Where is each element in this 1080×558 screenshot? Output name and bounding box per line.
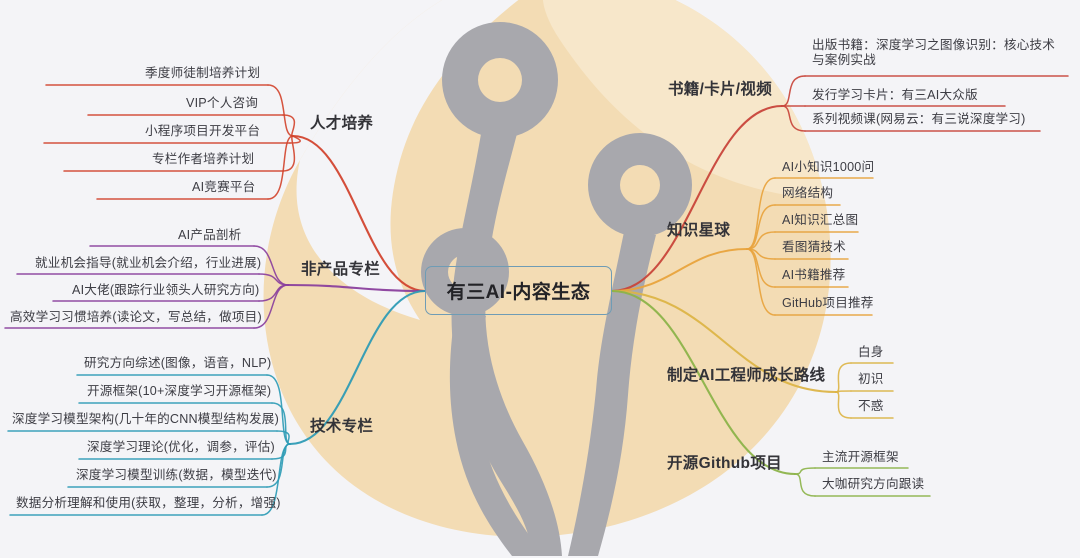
- leaf-label-jishu-zhuanlan-5[interactable]: 数据分析理解和使用(获取，整理，分析，增强): [16, 496, 281, 510]
- leaf-label-kaiyuan-github-0[interactable]: 主流开源框架: [822, 450, 899, 464]
- trunk-zhiding-luxian: [610, 289, 838, 394]
- leaf-label-zhiding-luxian-0[interactable]: 白身: [858, 345, 884, 359]
- branch-label-zhishi-xingqiu[interactable]: 知识星球: [667, 222, 731, 239]
- center-node[interactable]: 有三AI-内容生态: [425, 266, 612, 315]
- leaf-label-fei-chanpin-zhuanlan-3[interactable]: 高效学习习惯培养(读论文，写总结，做项目): [10, 310, 262, 324]
- leaf-label-zhishi-xingqiu-4[interactable]: AI书籍推荐: [782, 268, 846, 282]
- link-jishu-zhuanlan-5: [261, 443, 291, 516]
- branch-rencai-peiyang: [43, 84, 427, 293]
- branch-shuji-kapian-shipin: [610, 75, 1069, 293]
- leaf-label-shuji-kapian-shipin-1[interactable]: 发行学习卡片：有三AI大众版: [812, 88, 978, 102]
- branch-kaiyuan-github: [610, 289, 931, 497]
- link-rencai-peiyang-3: [282, 135, 296, 172]
- leaf-label-jishu-zhuanlan-3[interactable]: 深度学习理论(优化，调参，评估): [87, 440, 275, 454]
- beige-blob: [263, 0, 831, 537]
- leaf-label-shuji-kapian-shipin-2[interactable]: 系列视频课(网易云：有三说深度学习): [812, 112, 1026, 126]
- link-zhishi-xingqiu-5: [746, 248, 776, 316]
- branch-label-fei-chanpin-zhuanlan[interactable]: 非产品专栏: [301, 261, 381, 278]
- leaf-label-shuji-kapian-shipin-0[interactable]: 出版书籍：深度学习之图像识别：核心技术与案例实战: [812, 38, 1056, 67]
- link-shuji-kapian-shipin-2: [781, 105, 806, 132]
- leaf-label-rencai-peiyang-2[interactable]: 小程序项目开发平台: [145, 124, 261, 138]
- leaf-label-jishu-zhuanlan-2[interactable]: 深度学习模型架构(几十年的CNN模型结构发展): [12, 412, 279, 426]
- trunk-kaiyuan-github: [610, 289, 797, 476]
- leaf-label-rencai-peiyang-4[interactable]: AI竞赛平台: [192, 180, 256, 194]
- branch-label-shuji-kapian-shipin[interactable]: 书籍/卡片/视频: [668, 81, 773, 98]
- leaf-label-jishu-zhuanlan-0[interactable]: 研究方向综述(图像，语音，NLP): [84, 356, 272, 370]
- trunk-fei-chanpin-zhuanlan: [286, 283, 427, 293]
- branch-label-kaiyuan-github[interactable]: 开源Github项目: [667, 455, 782, 472]
- link-kaiyuan-github-1: [794, 473, 816, 497]
- branch-zhiding-luxian: [610, 289, 894, 419]
- leaf-label-fei-chanpin-zhuanlan-1[interactable]: 就业机会指导(就业机会介绍，行业进展): [35, 256, 262, 270]
- leaf-label-zhishi-xingqiu-2[interactable]: AI知识汇总图: [782, 213, 859, 227]
- trunk-zhishi-xingqiu: [610, 247, 749, 293]
- leaf-label-zhiding-luxian-2[interactable]: 不惑: [858, 399, 884, 413]
- leaf-label-jishu-zhuanlan-1[interactable]: 开源框架(10+深度学习开源框架): [87, 384, 272, 398]
- leaf-label-zhishi-xingqiu-0[interactable]: AI小知识1000问: [782, 160, 875, 174]
- gray-balloon-shapes: [421, 22, 692, 556]
- leaf-label-jishu-zhuanlan-4[interactable]: 深度学习模型训练(数据，模型迭代): [76, 468, 277, 482]
- branch-zhishi-xingqiu: [610, 177, 874, 316]
- leaf-label-fei-chanpin-zhuanlan-0[interactable]: AI产品剖析: [178, 228, 242, 242]
- branch-jishu-zhuanlan: [7, 289, 427, 516]
- link-shuji-kapian-shipin-0: [781, 75, 806, 107]
- leaf-label-zhishi-xingqiu-3[interactable]: 看图猜技术: [782, 240, 846, 254]
- link-fei-chanpin-zhuanlan-3: [253, 284, 289, 329]
- branch-fei-chanpin-zhuanlan: [4, 245, 427, 329]
- leaf-label-rencai-peiyang-3[interactable]: 专栏作者培养计划: [152, 152, 255, 166]
- branch-label-jishu-zhuanlan[interactable]: 技术专栏: [310, 418, 374, 435]
- leaf-label-zhishi-xingqiu-5[interactable]: GitHub项目推荐: [782, 296, 874, 310]
- branch-label-rencai-peiyang[interactable]: 人才培养: [310, 115, 374, 132]
- trunk-jishu-zhuanlan: [288, 289, 427, 446]
- leaf-label-fei-chanpin-zhuanlan-2[interactable]: AI大佬(跟踪行业领头人研究方向): [72, 283, 260, 297]
- link-zhiding-luxian-0: [835, 362, 852, 393]
- trunk-shuji-kapian-shipin: [610, 104, 784, 293]
- link-rencai-peiyang-0: [267, 84, 294, 137]
- leaf-label-rencai-peiyang-1[interactable]: VIP个人咨询: [186, 96, 259, 110]
- leaf-label-rencai-peiyang-0[interactable]: 季度师徒制培养计划: [145, 66, 261, 80]
- leaf-label-zhiding-luxian-1[interactable]: 初识: [858, 372, 884, 386]
- leaf-label-zhishi-xingqiu-1[interactable]: 网络结构: [782, 186, 834, 200]
- link-rencai-peiyang-4: [267, 135, 294, 200]
- link-zhiding-luxian-2: [835, 391, 852, 419]
- leaf-label-kaiyuan-github-1[interactable]: 大咖研究方向跟读: [822, 477, 925, 491]
- trunk-rencai-peiyang: [291, 134, 427, 293]
- link-zhishi-xingqiu-0: [746, 177, 776, 250]
- branch-label-zhiding-luxian[interactable]: 制定AI工程师成长路线: [667, 367, 826, 384]
- center-node-label: 有三AI-内容生态: [446, 282, 591, 303]
